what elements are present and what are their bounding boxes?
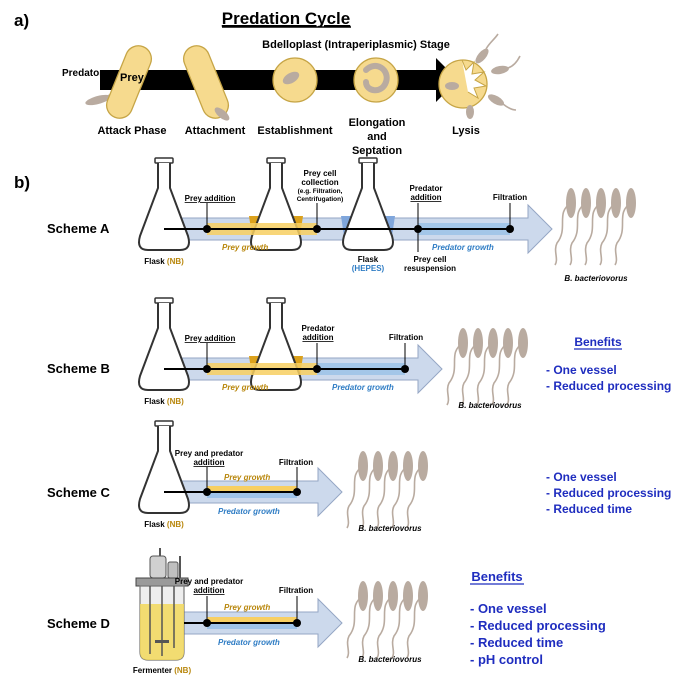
scheme-d-benefit-3: - Reduced time	[470, 635, 563, 650]
scheme-a-resuspension-2: resuspension	[404, 264, 456, 273]
scheme-d-predator-growth: Predator growth	[218, 638, 280, 647]
stage-elongation-1: Elongation	[349, 117, 406, 129]
scheme-a-collection-1: Prey cell	[304, 169, 337, 178]
scheme-b-prey-addition: Prey addition	[185, 334, 236, 343]
scheme-d-bdellovibrio-group	[346, 580, 429, 659]
scheme-a-predator-growth: Predator growth	[432, 243, 494, 252]
bdelloplast-elongation	[353, 57, 399, 103]
scheme-a-flask-nb	[138, 157, 190, 251]
scheme-b-flask-nb	[138, 297, 190, 391]
scheme-b-predator-addition-1: Predator	[302, 324, 335, 333]
stage-lysis: Lysis	[452, 125, 480, 137]
panel-a-title: Predation Cycle	[222, 9, 351, 28]
scheme-a-flask1-label: Flask (NB)	[144, 257, 184, 266]
prey-label: Prey	[120, 72, 145, 84]
scheme-a-flask3-medium: (HEPES)	[352, 264, 385, 273]
bdelloplast-establishment	[272, 57, 318, 103]
scheme-c-bdellovibrio-group	[346, 450, 429, 529]
scheme-b-filtration: Filtration	[389, 333, 423, 342]
scheme-a-prey-growth: Prey growth	[222, 243, 268, 252]
stage-attachment: Attachment	[185, 125, 246, 137]
scheme-b-organism: B. bacteriovorus	[458, 401, 522, 410]
scheme-d-benefit-1: - One vessel	[470, 601, 547, 616]
scheme-a-filtration: Filtration	[493, 193, 527, 202]
prey-cell-attack	[105, 45, 153, 119]
scheme-a-flask-hepes	[342, 157, 394, 251]
scheme-d-benefits-title: Benefits	[471, 569, 522, 584]
stage-elongation-3: Septation	[352, 145, 402, 157]
scheme-c-benefit-2: - Reduced processing	[546, 486, 671, 500]
scheme-b-predator-growth: Predator growth	[332, 383, 394, 392]
scheme-a-prey-addition: Prey addition	[185, 194, 236, 203]
scheme-b-prey-growth: Prey growth	[222, 383, 268, 392]
scheme-b-flask-prey-grown	[250, 297, 302, 391]
scheme-c-prey-growth: Prey growth	[224, 473, 270, 482]
scheme-c-flask-nb	[138, 420, 190, 514]
scheme-b-name: Scheme B	[47, 361, 110, 376]
scheme-c-predator-growth: Predator growth	[218, 507, 280, 516]
scheme-d-name: Scheme D	[47, 616, 110, 631]
scheme-c-name: Scheme C	[47, 485, 110, 500]
scheme-c: Scheme C Prey and predator addition Filt…	[47, 420, 671, 533]
scheme-b-benefit-1: - One vessel	[546, 363, 617, 377]
predator-label: Predator	[62, 68, 103, 79]
scheme-d-addition-2: addition	[193, 586, 224, 595]
bdelloplast-lysis	[438, 33, 521, 119]
scheme-b: Scheme B Prey addition Predator addition…	[47, 297, 671, 410]
scheme-c-addition-2: addition	[193, 458, 224, 467]
scheme-a-predator-addition-2: addition	[410, 193, 441, 202]
stage-establishment: Establishment	[257, 125, 333, 137]
scheme-d-filtration: Filtration	[279, 586, 313, 595]
scheme-b-benefit-2: - Reduced processing	[546, 379, 671, 393]
scheme-a-collection-3: (e.g. Filtration,	[298, 188, 343, 195]
scheme-d-vessel-label: Fermenter (NB)	[133, 666, 192, 675]
scheme-c-filtration: Filtration	[279, 458, 313, 467]
scheme-d-prey-growth: Prey growth	[224, 603, 270, 612]
scheme-a-flask3-label: Flask	[358, 255, 379, 264]
scheme-d-benefit-4: - pH control	[470, 652, 543, 667]
stage-elongation-2: and	[367, 131, 387, 143]
scheme-a-name: Scheme A	[47, 221, 110, 236]
scheme-a-collection-2: collection	[301, 178, 338, 187]
scheme-a-resuspension-1: Prey cell	[414, 255, 447, 264]
scheme-a-flask-prey-grown	[250, 157, 302, 251]
scheme-d-benefit-2: - Reduced processing	[470, 618, 606, 633]
stage-header: Bdelloplast (Intraperiplasmic) Stage	[262, 39, 450, 51]
scheme-c-addition-1: Prey and predator	[175, 449, 243, 458]
scheme-b-bdellovibrio-group	[446, 327, 529, 406]
scheme-c-benefit-3: - Reduced time	[546, 502, 632, 516]
scheme-c-flask-label: Flask (NB)	[144, 520, 184, 529]
scheme-a-predator-addition-1: Predator	[410, 184, 443, 193]
scheme-b-predator-addition-2: addition	[302, 333, 333, 342]
scheme-d: Scheme D Prey and predator addition Filt…	[47, 548, 606, 675]
scheme-b-flask-label: Flask (NB)	[144, 397, 184, 406]
scheme-c-benefit-1: - One vessel	[546, 470, 617, 484]
scheme-a-collection-4: Centrifugation)	[297, 196, 344, 203]
scheme-a-bdellovibrio-group	[554, 187, 637, 266]
scheme-a: Scheme A Prey addition Prey cell collect…	[47, 157, 637, 283]
panel-a-letter: a)	[14, 11, 29, 30]
scheme-b-benefits-title: Benefits	[574, 335, 622, 349]
prey-cell-attachment	[182, 45, 230, 121]
scheme-c-organism: B. bacteriovorus	[358, 524, 422, 533]
fermenter-vessel	[135, 548, 189, 661]
scheme-d-addition-1: Prey and predator	[175, 577, 243, 586]
scheme-d-organism: B. bacteriovorus	[358, 655, 422, 664]
stage-attack: Attack Phase	[97, 125, 166, 137]
panel-b-letter: b)	[14, 173, 30, 192]
scheme-a-organism: B. bacteriovorus	[564, 274, 628, 283]
